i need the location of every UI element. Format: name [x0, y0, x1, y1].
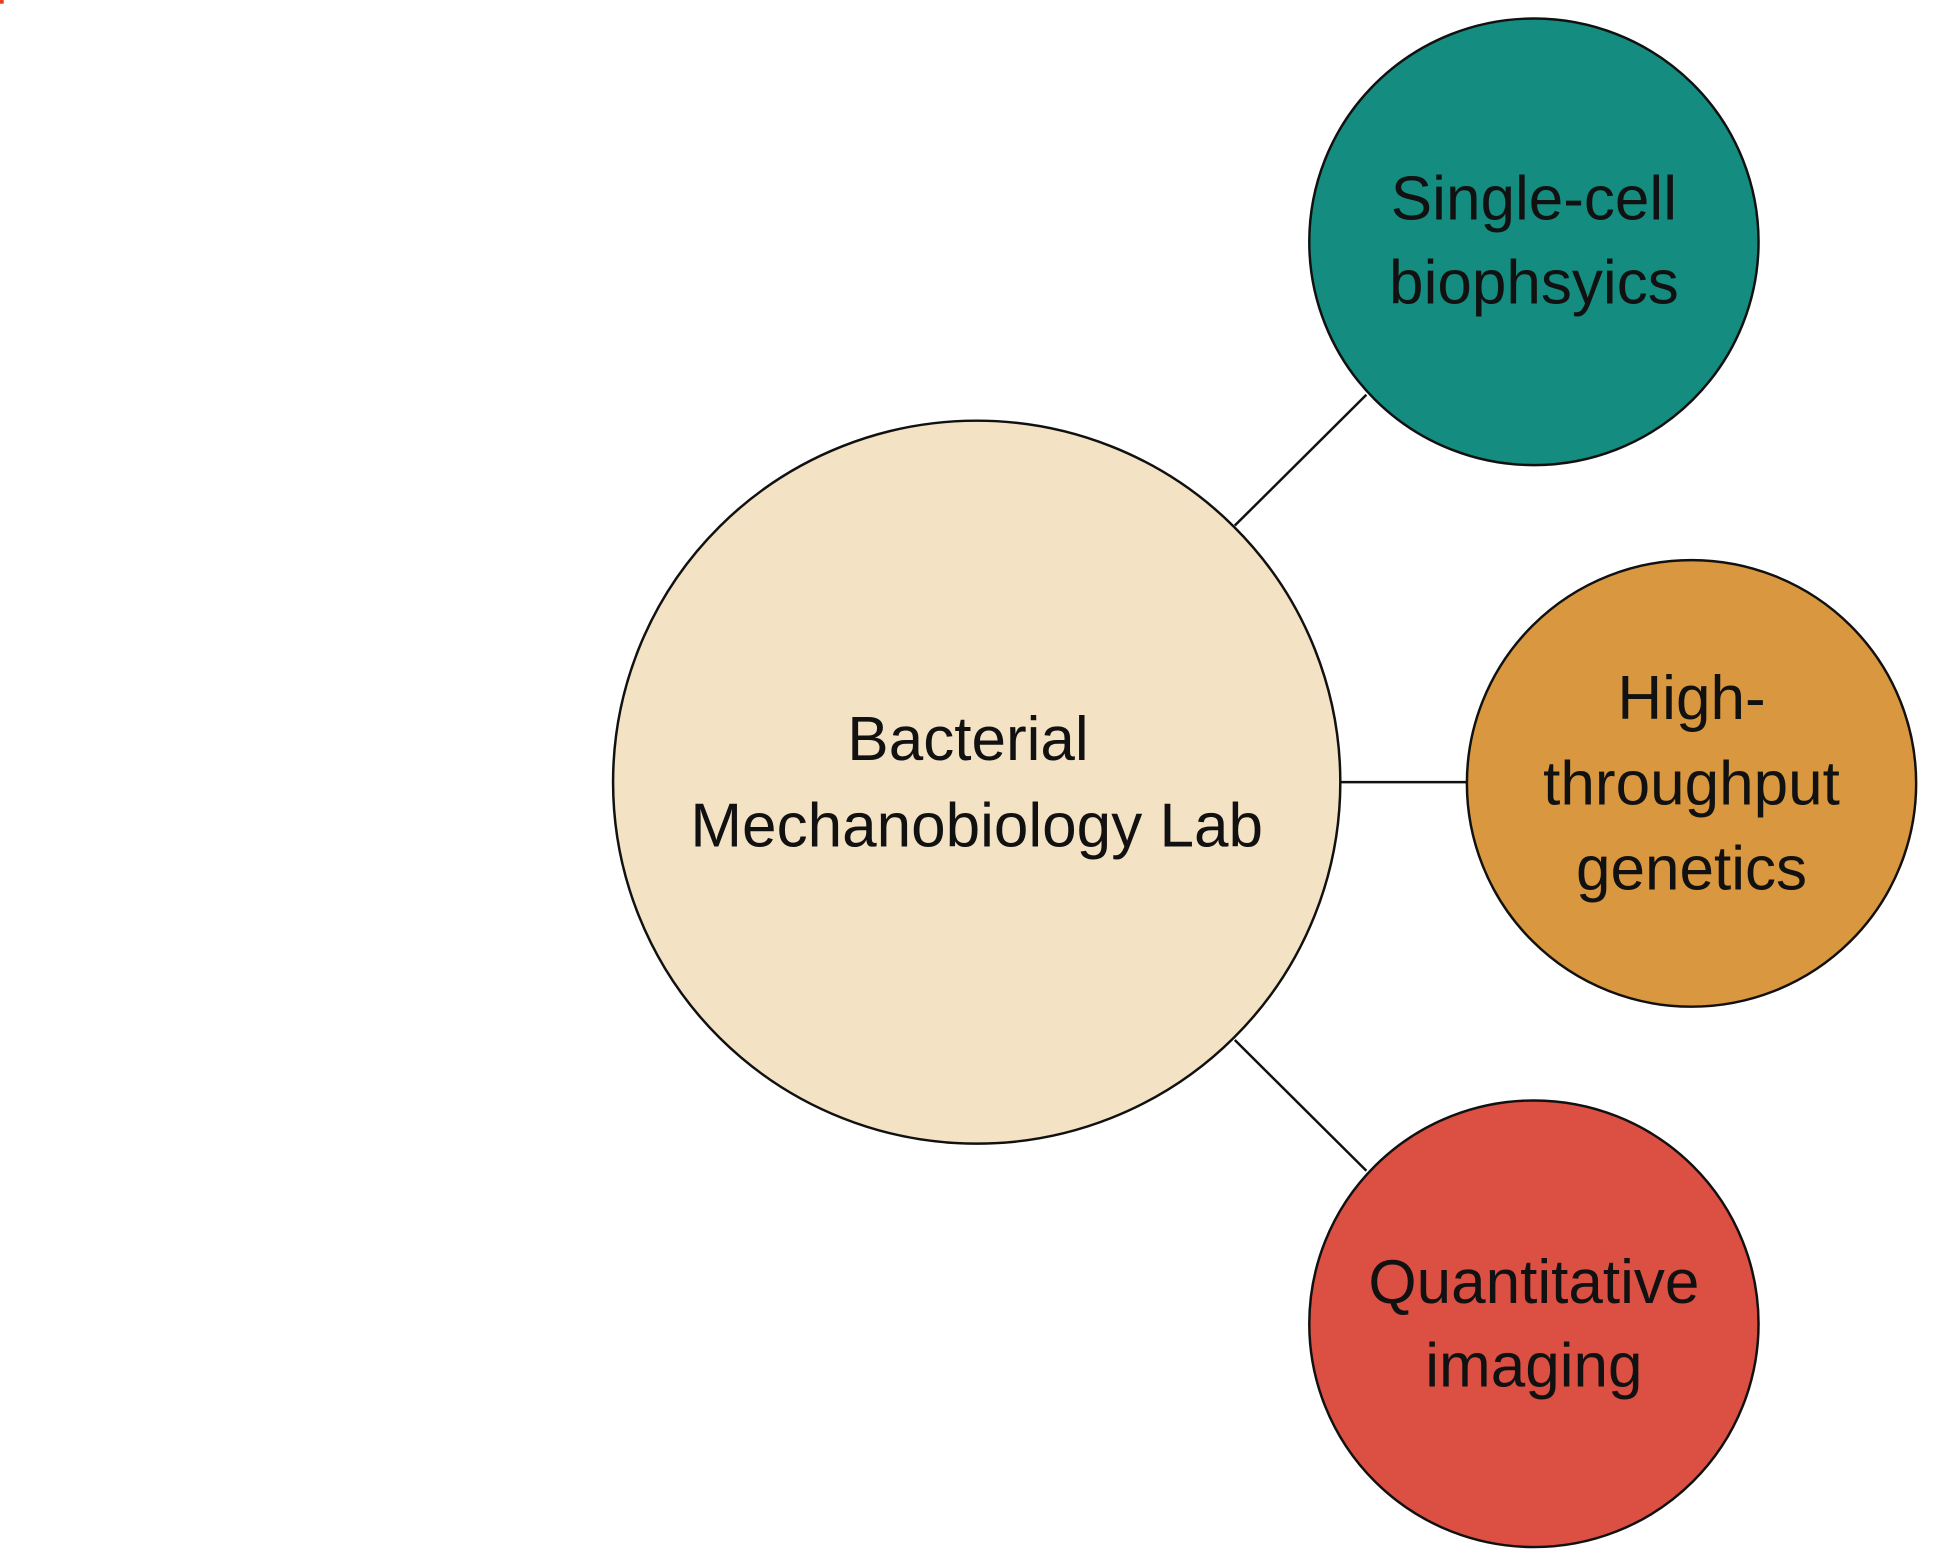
node-circle — [1308, 1099, 1760, 1549]
center-node: Bacterial Mechanobiology Lab — [611, 419, 1342, 1145]
node-label-line2: biophsyics — [1389, 249, 1679, 318]
node-label-line1: High- — [1617, 664, 1765, 733]
connector-single-cell — [1233, 393, 1368, 527]
node-imaging: Quantitative imaging — [1308, 1099, 1760, 1549]
node-circle — [1465, 558, 1918, 1008]
corner-mark — [0, 0, 4, 4]
node-circle — [1308, 17, 1760, 467]
center-circle — [611, 419, 1342, 1145]
node-genetics: High- throughput genetics — [1465, 558, 1918, 1008]
node-label-line2: imaging — [1425, 1332, 1642, 1401]
center-label-line2: Mechanobiology Lab — [690, 791, 1263, 860]
node-label-line2: throughput — [1543, 750, 1840, 819]
center-label-line1: Bacterial — [847, 705, 1088, 774]
node-label-line1: Quantitative — [1368, 1248, 1699, 1317]
node-label-line1: Single-cell — [1391, 165, 1677, 234]
connector-imaging — [1233, 1039, 1368, 1172]
node-label-line3: genetics — [1576, 835, 1807, 904]
node-single-cell: Single-cell biophsyics — [1308, 17, 1760, 467]
